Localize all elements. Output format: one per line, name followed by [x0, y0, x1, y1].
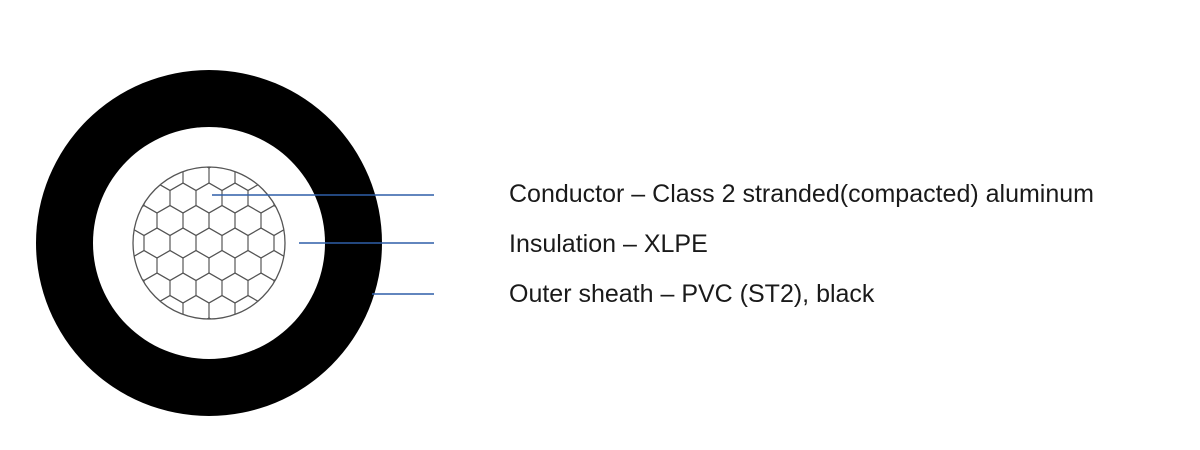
insulation-label: Insulation – XLPE — [509, 230, 708, 258]
conductor-outline — [132, 166, 286, 320]
insulation-layer — [93, 127, 325, 359]
conductor-strand — [273, 227, 285, 259]
conductor-label: Conductor – Class 2 stranded(compacted) … — [509, 180, 1094, 208]
conductor-strand — [273, 272, 285, 304]
outer-sheath-label: Outer sheath – PVC (ST2), black — [509, 280, 875, 308]
